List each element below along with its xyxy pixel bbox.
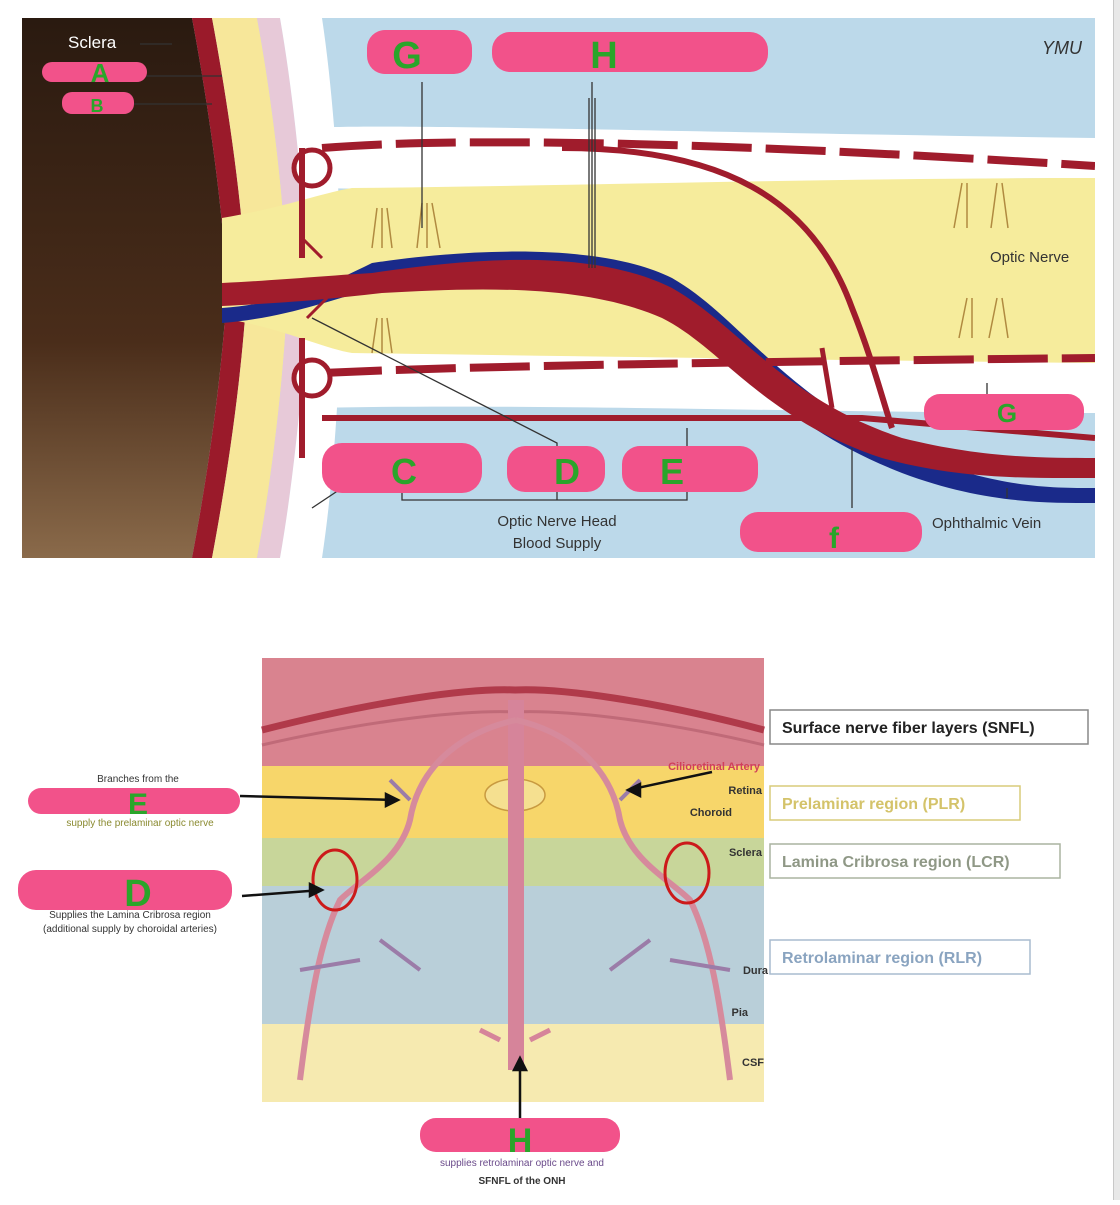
dura-label: Dura	[743, 965, 769, 977]
central-retinal-artery	[222, 259, 1095, 479]
onh-regions-diagram: Surface nerve fiber layers (SNFL) Prelam…	[0, 640, 1120, 1200]
optic-nerve-body	[222, 178, 1095, 363]
mask-h-bottom	[420, 1118, 620, 1152]
optic-nerve-blood-supply-diagram: Sclera Optic Nerve Ophthalmic Vein Optic…	[22, 18, 1096, 558]
onh-label-line2: Blood Supply	[513, 535, 602, 552]
retina-band	[192, 18, 247, 558]
hand-letter-d-bottom: D	[124, 873, 151, 915]
hand-letter-e: E	[660, 451, 684, 492]
onh-label-line1: Optic Nerve Head	[497, 513, 616, 530]
hand-letter-g-right: G	[997, 398, 1017, 428]
hand-letter-h-bottom: H	[508, 1122, 533, 1160]
posterior-ciliary-artery	[322, 415, 1096, 441]
rlr-box	[769, 939, 1031, 975]
mask-c	[322, 443, 482, 493]
signature-mark: YMU	[1042, 38, 1083, 58]
hand-letter-h-top: H	[590, 35, 617, 77]
d-annotation-line1: Supplies the Lamina Cribrosa region	[49, 910, 211, 921]
mask-d	[507, 446, 605, 492]
rlr-label: Retrolaminar region (RLR)	[782, 950, 982, 967]
retina-label: Retina	[728, 785, 763, 797]
mask-f	[740, 512, 922, 552]
mask-h-top	[492, 32, 768, 72]
choroid-pink-band	[257, 18, 308, 558]
ophthalmic-vein-label: Ophthalmic Vein	[932, 515, 1041, 532]
lower-pial-artery	[321, 354, 1096, 377]
d-circle-right	[663, 841, 711, 905]
upper-pial-artery	[321, 138, 1096, 170]
choroid-label: Choroid	[690, 807, 732, 819]
d-annotation-line2: (additional supply by choroidal arteries…	[43, 924, 217, 935]
sclera-small-label: Sclera	[729, 847, 763, 859]
plr-box	[769, 785, 1021, 821]
mask-a	[42, 62, 147, 82]
label-masks	[42, 30, 1084, 552]
sclera-label: Sclera	[68, 33, 117, 52]
page-scrollbar[interactable]	[1113, 0, 1120, 1200]
mask-d-bottom	[18, 870, 232, 910]
snfl-label: Surface nerve fiber layers (SNFL)	[782, 720, 1035, 737]
mask-g-right	[924, 394, 1084, 430]
mask-b	[62, 92, 134, 114]
lcr-box	[769, 843, 1061, 879]
e-annotation-top: Branches from the	[97, 774, 179, 785]
mask-e	[622, 446, 758, 492]
hand-letter-g-top: G	[392, 35, 422, 77]
hand-letter-f: f	[829, 522, 840, 555]
capillary-sprigs	[371, 182, 1009, 354]
d-circle-left	[311, 848, 359, 912]
mask-e-bottom	[28, 788, 240, 814]
h-annotation-line1: supplies retrolaminar optic nerve and	[440, 1158, 604, 1169]
plr-label: Prelaminar region (PLR)	[782, 796, 965, 813]
cilioretinal-label: Cilioretinal Artery	[668, 761, 761, 773]
hand-letter-b: B	[91, 96, 104, 116]
upper-branch-artery	[561, 145, 895, 429]
lcr-label: Lamina Cribrosa region (LCR)	[782, 854, 1010, 871]
h-annotation-line2: SFNFL of the ONH	[478, 1176, 565, 1187]
central-artery-vertical	[508, 700, 524, 1070]
hand-letter-e-bottom: E	[128, 788, 148, 821]
eye-interior	[22, 18, 227, 558]
optic-nerve-label: Optic Nerve	[990, 249, 1069, 266]
hand-letter-d: D	[554, 451, 580, 492]
hand-letter-c: C	[391, 451, 417, 492]
snfl-box	[769, 709, 1089, 745]
pia-label: Pia	[731, 1007, 748, 1019]
mask-g-top	[367, 30, 472, 74]
csf-label: CSF	[742, 1057, 764, 1069]
hand-letter-a: A	[91, 58, 110, 88]
e-annotation-bottom: supply the prelaminar optic nerve	[66, 818, 214, 829]
